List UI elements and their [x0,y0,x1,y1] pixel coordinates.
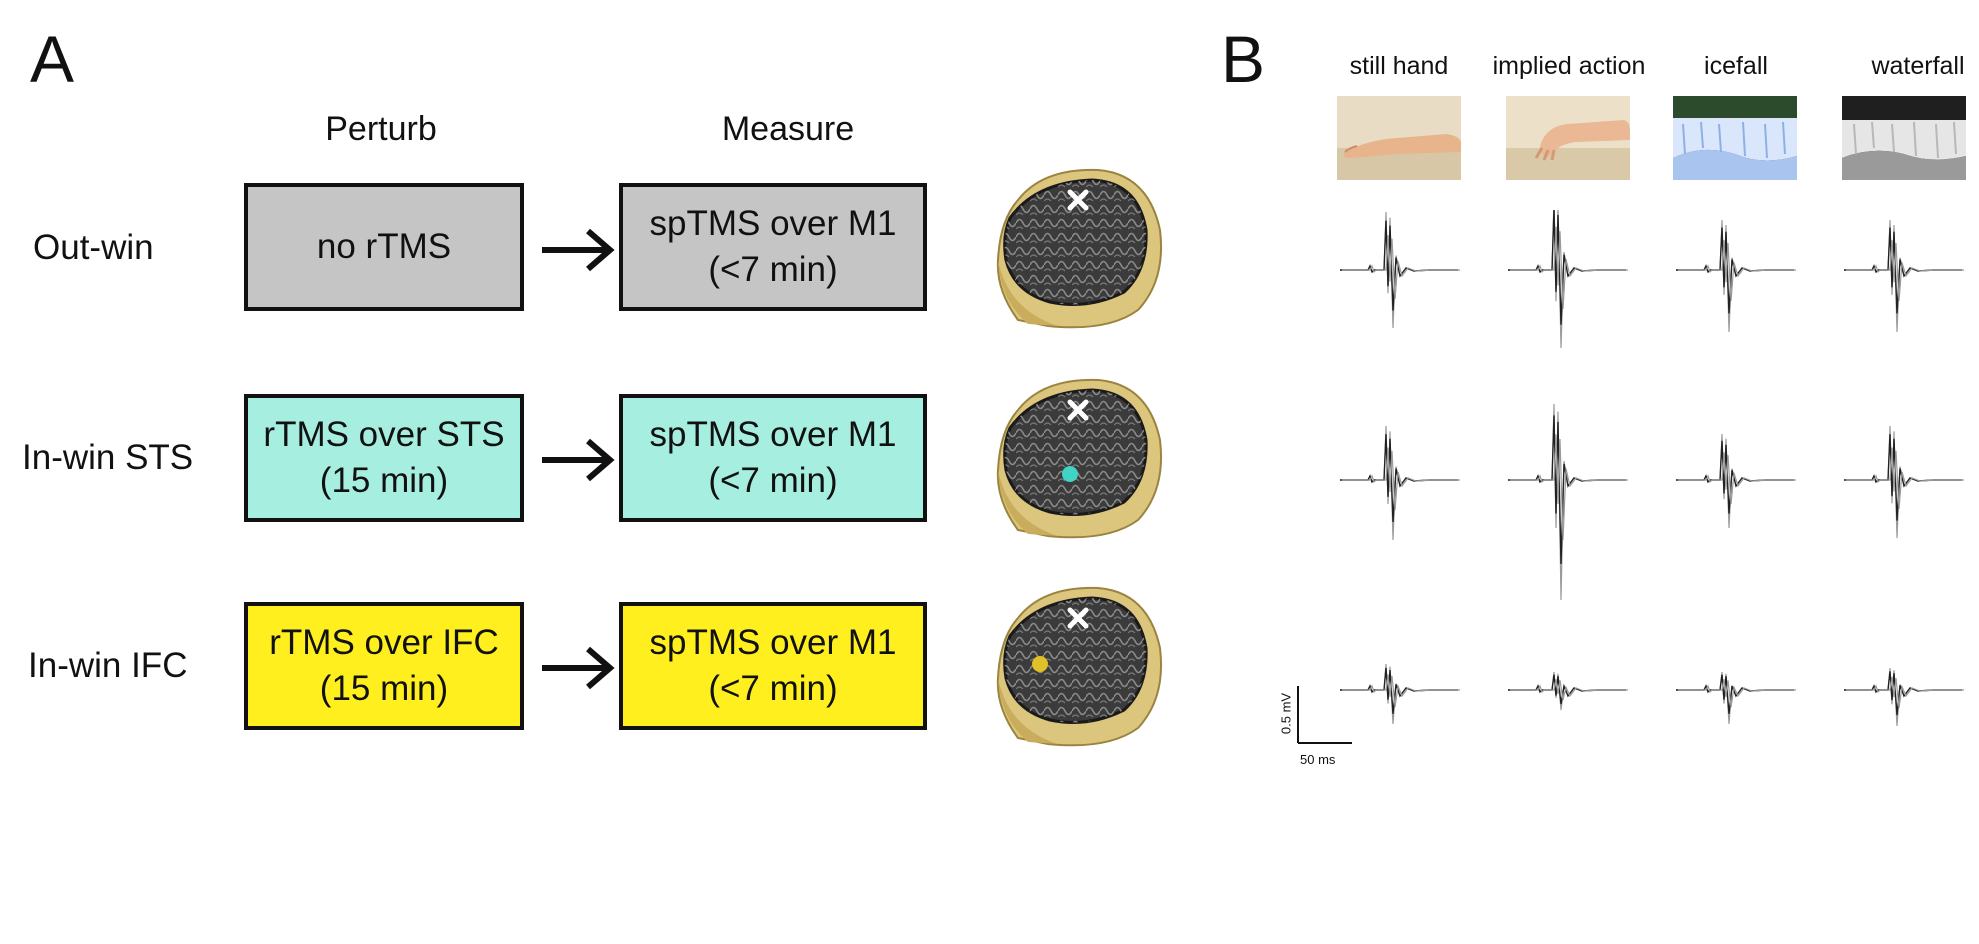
scale-x-label: 50 ms [1300,752,1336,767]
condition-label-icefall: icefall [1704,52,1768,80]
perturb-box-out-win: no rTMS [244,183,524,311]
mep-trace [1678,239,1796,302]
condition-label-waterfall: waterfall [1871,52,1965,80]
perturb-box-in-win-sts: rTMS over STS (15 min) [244,394,524,522]
perturb-header: Perturb [325,110,437,148]
row-label-in-win-sts: In-win STS [22,438,194,477]
brain-head-icon [996,378,1163,539]
arrow-right-icon [542,646,615,690]
stimulation-site-sts [1062,466,1078,482]
perturb-box-in-win-ifc: rTMS over IFC (15 min) [244,602,524,730]
mep-trace [1846,676,1964,709]
mep-trace [1510,434,1628,541]
mep-trace [1844,671,1962,716]
measure-box-in-win-ifc: spTMS over M1 (<7 min) [619,602,927,730]
brain-head-icon [996,168,1163,329]
mep-trace [1510,226,1628,310]
measure-box-in-win-sts: spTMS over M1 (<7 min) [619,394,927,522]
panel-b-label: B [1221,22,1266,96]
stimulation-site-ifc [1032,656,1048,672]
mep-trace [1844,219,1962,333]
mep-trace [1676,674,1794,714]
mep-traces [1340,210,1964,727]
row-label-in-win-ifc: In-win IFC [28,646,188,685]
mep-trace [1508,403,1626,601]
arrow-right-icon [542,228,615,272]
condition-label-still-hand: still hand [1349,52,1449,80]
mep-trace [1342,447,1460,511]
mep-trace [1846,239,1964,302]
condition-label-implied-action: implied action [1492,52,1646,80]
row-label-out-win: Out-win [33,228,154,267]
brain-head-icon [996,586,1163,747]
mep-trace [1676,671,1794,725]
mep-trace [1508,671,1626,711]
mep-trace [1510,679,1628,701]
measure-box-out-win: spTMS over M1 (<7 min) [619,183,927,311]
measure-header: Measure [721,110,855,148]
arrow-right-icon [542,438,615,482]
mep-trace [1342,674,1460,708]
mep-trace [1676,219,1794,333]
waterfall-image [1842,96,1966,180]
scale-y-label: 0.5 mV [1278,692,1294,735]
mep-trace [1678,679,1796,708]
mep-trace [1846,447,1964,510]
mep-trace [1678,452,1796,505]
mep-trace [1342,235,1460,300]
mep-trace [1340,434,1458,523]
panel-a-label: A [30,22,75,96]
mep-trace [1844,667,1962,727]
mep-trace [1508,415,1626,565]
mep-trace [1508,210,1626,325]
icefall-image [1673,96,1797,180]
implied-action-image [1506,96,1630,180]
scale-bar [1297,686,1352,744]
still-hand-image [1337,96,1461,180]
mep-trace [1508,210,1626,349]
